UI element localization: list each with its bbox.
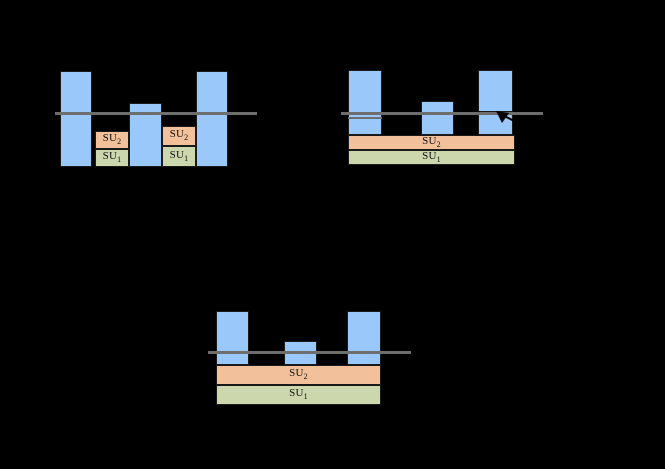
left-tall-block [348,70,382,135]
panel-top-left: SU2 SU1 SU2 SU1 [0,0,300,200]
su1-label-text: SU1 [169,148,189,164]
substrate-su1-layer: SU1 [348,150,515,165]
su2-label-box-left: SU2 [95,131,129,149]
left-block-interface-line [348,117,382,119]
reference-line [55,112,257,115]
reference-line [341,112,543,115]
su1-label-text: SU1 [422,149,441,165]
reference-line [208,351,411,354]
left-tall-block [216,311,249,365]
bond-interface-arrow [496,111,530,130]
right-tall-block [347,311,381,365]
su2-label-text: SU2 [102,132,122,147]
su2-label-text: SU2 [169,128,189,143]
substrate-su2-layer: SU2 [348,135,515,150]
right-tall-block [196,71,228,167]
substrate-su2-layer: SU2 [216,365,381,385]
su2-label-text: SU2 [289,367,308,382]
right-tall-block [478,70,513,135]
su2-label-text: SU2 [422,134,441,150]
panel-top-right: SU2 SU1 [0,0,665,200]
su1-label-box-right: SU1 [162,146,196,167]
substrate-su1-layer: SU1 [216,385,381,405]
su1-label-text: SU1 [102,150,122,165]
middle-short-block [421,101,454,135]
su1-label-text: SU1 [289,387,308,402]
su1-label-box-left: SU1 [95,149,129,167]
su2-label-box-right: SU2 [162,126,196,146]
left-tall-block [60,71,92,167]
